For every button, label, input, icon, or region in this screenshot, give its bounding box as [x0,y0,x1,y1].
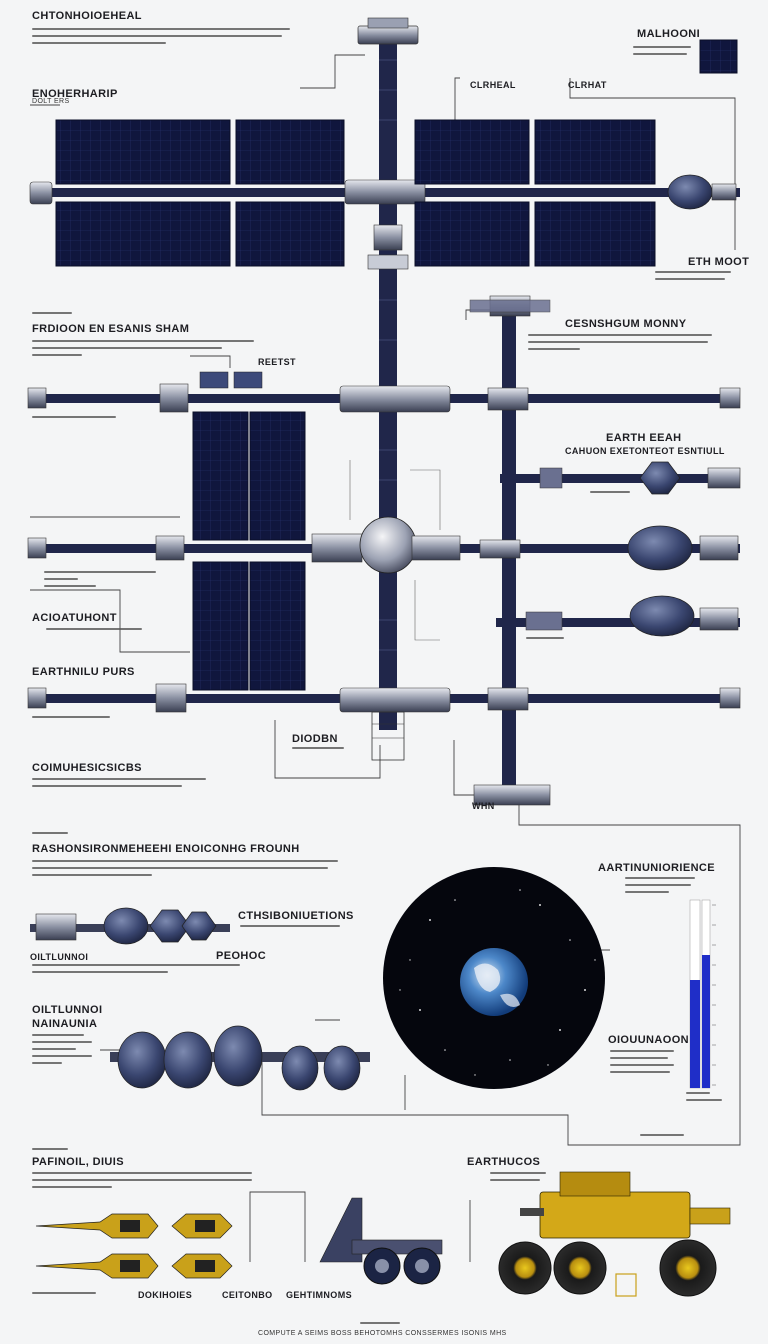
nainuninn-text [32,1034,92,1069]
cthsibonetions-text [240,925,340,932]
top-left-text [32,28,290,49]
aartinunioience-label: AARTINUNIORIENCE [598,862,716,874]
footer-text: COMPUTE A SEIMS BOSS BEHOTOMHS CONSSERME… [258,1330,507,1337]
oiltunno-label: OILTLUNNOI [32,1004,103,1016]
gehtimnoms-label: GEHTIMNOMS [286,1290,352,1300]
eth-moot-text [655,271,731,285]
oiouunaoon-label: OIOUUNAOON [608,1034,689,1046]
frdioon-kicker [32,312,72,319]
bar-gauge-icon [689,899,716,1089]
cesnshgum-label: CESNSHGUM MONNY [565,318,687,330]
pod-sub [526,637,564,644]
ceitonbo-label: CEITONBO [222,1290,273,1300]
engineering-label: ENOHERHARIP [32,88,118,100]
earthucos-text [490,1172,546,1186]
coimuhesicsicbs-label: COIMUHESICSICBS [32,762,142,774]
cthsibonetions-label: CTHSIBONIUETIONS [238,910,354,922]
rashons-kicker [32,832,68,839]
top-caption-b: CLRHAT [568,80,607,90]
earth-eeah-label: EARTH EEAH [606,432,682,444]
cahuon-label: CAHUON EXETONTEOT ESNTIULL [565,446,725,456]
frdioon-sub [32,416,116,423]
peohoc-label: PEOHOC [216,950,267,962]
pafinoil-text [32,1172,252,1193]
rashons-label: RASHONSIRONMEHEEHI ENOICONHG FROUNH [32,843,300,855]
pafinoil-kicker [32,1148,68,1155]
reetst-label: REETST [258,357,296,367]
rashons-text [32,860,338,881]
oiouunaoon-text [610,1050,674,1078]
diodbn-label: DIODBN [292,733,338,745]
top-right-text [633,46,691,60]
acioatuhont-label: ACIOATUHONT [32,612,117,624]
diodbn-sub [292,747,344,754]
earth-eeah-sub [590,491,630,498]
rocket-sub [32,1292,96,1299]
top-caption-a: CLRHEAL [470,80,516,90]
earthucos-label: EARTHUCOS [467,1156,541,1168]
frdioon-text [32,340,254,361]
peohoc-text [32,964,240,978]
top-left-title: CHTONHOIOEHEAL [32,10,142,22]
gauge-sub [686,1092,722,1106]
cesnshgum-text [528,334,712,355]
dokihoies-label: DOKIHOIES [138,1290,193,1300]
eth-moot-label: ETH MOOT [688,256,750,268]
planetary-rover-icon [498,1171,731,1297]
acioatuhont-text [46,628,142,635]
pod-caption: OILTLUNNOI [30,952,89,962]
earthnilu-purs-label: EARTHNILU PURS [32,666,135,678]
frdioon-label: FRDIOON EN ESANIS SHAM [32,323,190,335]
aartinunioience-text [625,877,695,898]
earthnilu-sub [32,716,110,723]
left-mid-text [44,571,156,592]
left-small-label: DOLT ERS [32,98,70,105]
gauge-footnote [640,1134,684,1141]
nainuninn-label: NAINAUNIA [32,1018,98,1030]
coimuhesicsicbs-text [32,778,206,792]
whn-label: WHN [472,801,495,811]
footer-kicker [360,1322,400,1329]
top-right-title: MALHOONI [637,28,701,40]
pafinoil-label: PAFINOIL, DIUIS [32,1156,124,1168]
